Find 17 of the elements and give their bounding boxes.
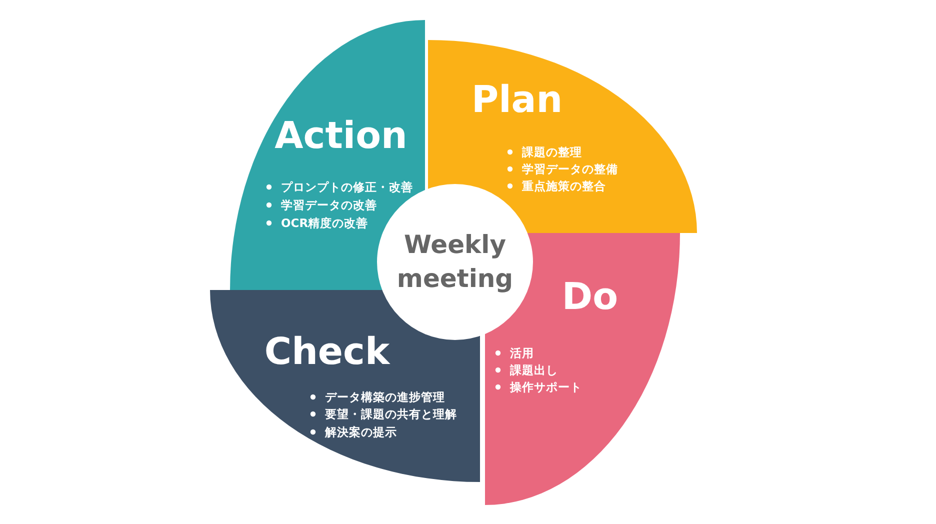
quadrant-heading: Check: [264, 330, 390, 374]
bullet-text: 学習データの改善: [281, 197, 377, 213]
quadrant-heading: Do: [562, 275, 618, 319]
bullet-text: OCR精度の改善: [281, 215, 368, 231]
bullet-text: 要望・課題の共有と理解: [325, 406, 457, 422]
quadrant-heading: Plan: [471, 78, 563, 122]
bullet-text: 課題出し: [510, 362, 558, 378]
bullet-text: 課題の整理: [522, 144, 582, 160]
bullet-text: データ構築の進捗管理: [325, 389, 445, 405]
bullet-text: 重点施策の整合: [522, 178, 606, 194]
bullet-text: プロンプトの修正・改善: [281, 179, 413, 195]
bullet-text: 学習データの整備: [522, 161, 618, 177]
center-label: Weekly meeting: [396, 229, 514, 295]
bullet-text: 解決案の提示: [325, 424, 397, 440]
quadrant-heading: Action: [274, 114, 408, 158]
bullet-text: 操作サポート: [510, 379, 582, 395]
bullet-text: 活用: [510, 345, 534, 361]
